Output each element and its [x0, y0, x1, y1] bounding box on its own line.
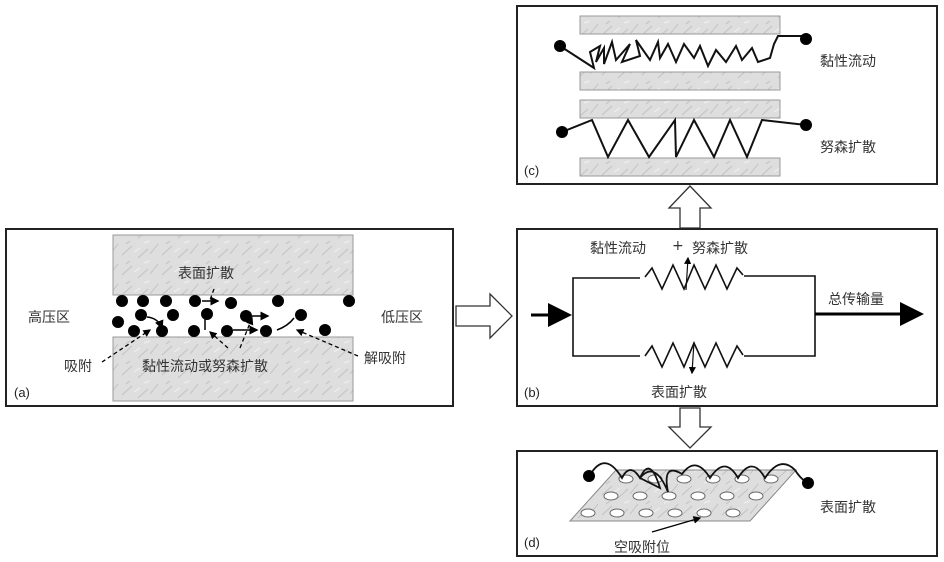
- gas-molecule: [221, 325, 233, 337]
- arrow-b-to-c: [667, 185, 713, 229]
- label-knudsen-b: 努森扩散: [692, 241, 748, 257]
- adsorption-site: [603, 491, 619, 501]
- label-viscous-flow-b: 黏性流动: [590, 241, 646, 257]
- gas-particles: [112, 295, 355, 337]
- adsorption-site: [667, 508, 683, 518]
- adsorption-site: [676, 474, 692, 484]
- panel-d: 表面扩散 空吸附位 (d): [516, 450, 938, 557]
- adsorption-site: [725, 508, 741, 518]
- gas-molecule: [800, 119, 812, 131]
- adsorption-site: [580, 508, 596, 518]
- gas-molecule: [802, 477, 814, 489]
- pore-wall: [579, 157, 781, 177]
- label-surface-diffusion-b: 表面扩散: [651, 385, 707, 401]
- adsorption-site: [609, 508, 625, 518]
- adsorption-site: [763, 474, 779, 484]
- adsorption-site: [632, 491, 648, 501]
- panel-c-tag: (c): [524, 163, 539, 178]
- label-viscous-flow: 黏性流动: [820, 54, 876, 70]
- gas-molecule: [160, 295, 172, 307]
- label-pointers: [101, 288, 359, 363]
- gas-molecule: [135, 309, 147, 321]
- gas-molecule: [167, 309, 179, 321]
- panel-c: 黏性流动 努森扩散 (c): [516, 5, 938, 185]
- pore-wall: [579, 15, 781, 35]
- panel-a: 表面扩散 高压区 低压区 吸附 黏性流动或努森扩散 解吸附 (a): [5, 228, 454, 407]
- panel-b-frame: [516, 228, 938, 407]
- parallel-circuit: [572, 256, 816, 375]
- resistor-top: [644, 263, 744, 291]
- adsorption-site: [719, 491, 735, 501]
- label-viscous-or-knudsen: 黏性流动或努森扩散: [142, 359, 268, 375]
- panel-b: 黏性流动 + 努森扩散 总传输量 表面扩散 (b): [516, 228, 938, 407]
- label-knudsen-diffusion: 努森扩散: [820, 140, 876, 156]
- panel-b-tag: (b): [524, 385, 540, 400]
- knudsen-diffusion-path: [561, 116, 807, 160]
- label-low-pressure: 低压区: [381, 310, 423, 326]
- panel-a-tag: (a): [14, 385, 30, 400]
- gas-molecule: [343, 295, 355, 307]
- particle-arrows: [146, 296, 295, 335]
- arrow-a-to-b: [455, 292, 513, 340]
- adsorption-site: [638, 508, 654, 518]
- gas-molecule: [128, 325, 140, 337]
- adsorption-site: [661, 491, 677, 501]
- gas-molecule: [116, 295, 128, 307]
- gas-molecule: [112, 316, 124, 328]
- gas-molecule: [295, 309, 307, 321]
- gas-molecule: [800, 33, 812, 45]
- gas-molecule: [137, 295, 149, 307]
- arrow-b-to-d: [667, 407, 713, 449]
- panel-c-frame: [516, 5, 938, 185]
- gas-molecule: [189, 295, 201, 307]
- gas-molecule: [201, 308, 213, 320]
- surface-hop-path: [589, 462, 807, 493]
- adsorption-site: [690, 491, 706, 501]
- panel-d-tag: (d): [524, 535, 540, 550]
- gas-molecule: [556, 126, 568, 138]
- pore-wall: [579, 99, 781, 119]
- gas-molecule: [260, 325, 272, 337]
- gas-molecule: [188, 325, 200, 337]
- gas-molecule: [319, 324, 331, 336]
- gas-molecule: [225, 297, 237, 309]
- gas-molecule: [554, 40, 566, 52]
- label-surface-diffusion-d: 表面扩散: [820, 500, 876, 516]
- label-high-pressure: 高压区: [28, 309, 70, 326]
- label-plus: +: [672, 238, 684, 254]
- pointer-empty-site: [651, 516, 702, 533]
- viscous-flow-path: [559, 35, 806, 71]
- gas-molecule: [272, 295, 284, 307]
- adsorption-site: [748, 491, 764, 501]
- lower-rock-layer: [112, 336, 354, 402]
- label-empty-site: 空吸附位: [614, 540, 670, 556]
- label-desorption: 解吸附: [364, 351, 406, 367]
- adsorption-site: [696, 508, 712, 518]
- label-total-transport: 总传输量: [828, 292, 884, 308]
- label-adsorption: 吸附: [64, 359, 92, 375]
- gas-molecule: [583, 470, 595, 482]
- gas-molecule: [240, 310, 252, 322]
- pore-wall: [579, 71, 781, 91]
- label-surface-diffusion-a: 表面扩散: [178, 266, 234, 282]
- upper-rock-layer: [112, 234, 354, 296]
